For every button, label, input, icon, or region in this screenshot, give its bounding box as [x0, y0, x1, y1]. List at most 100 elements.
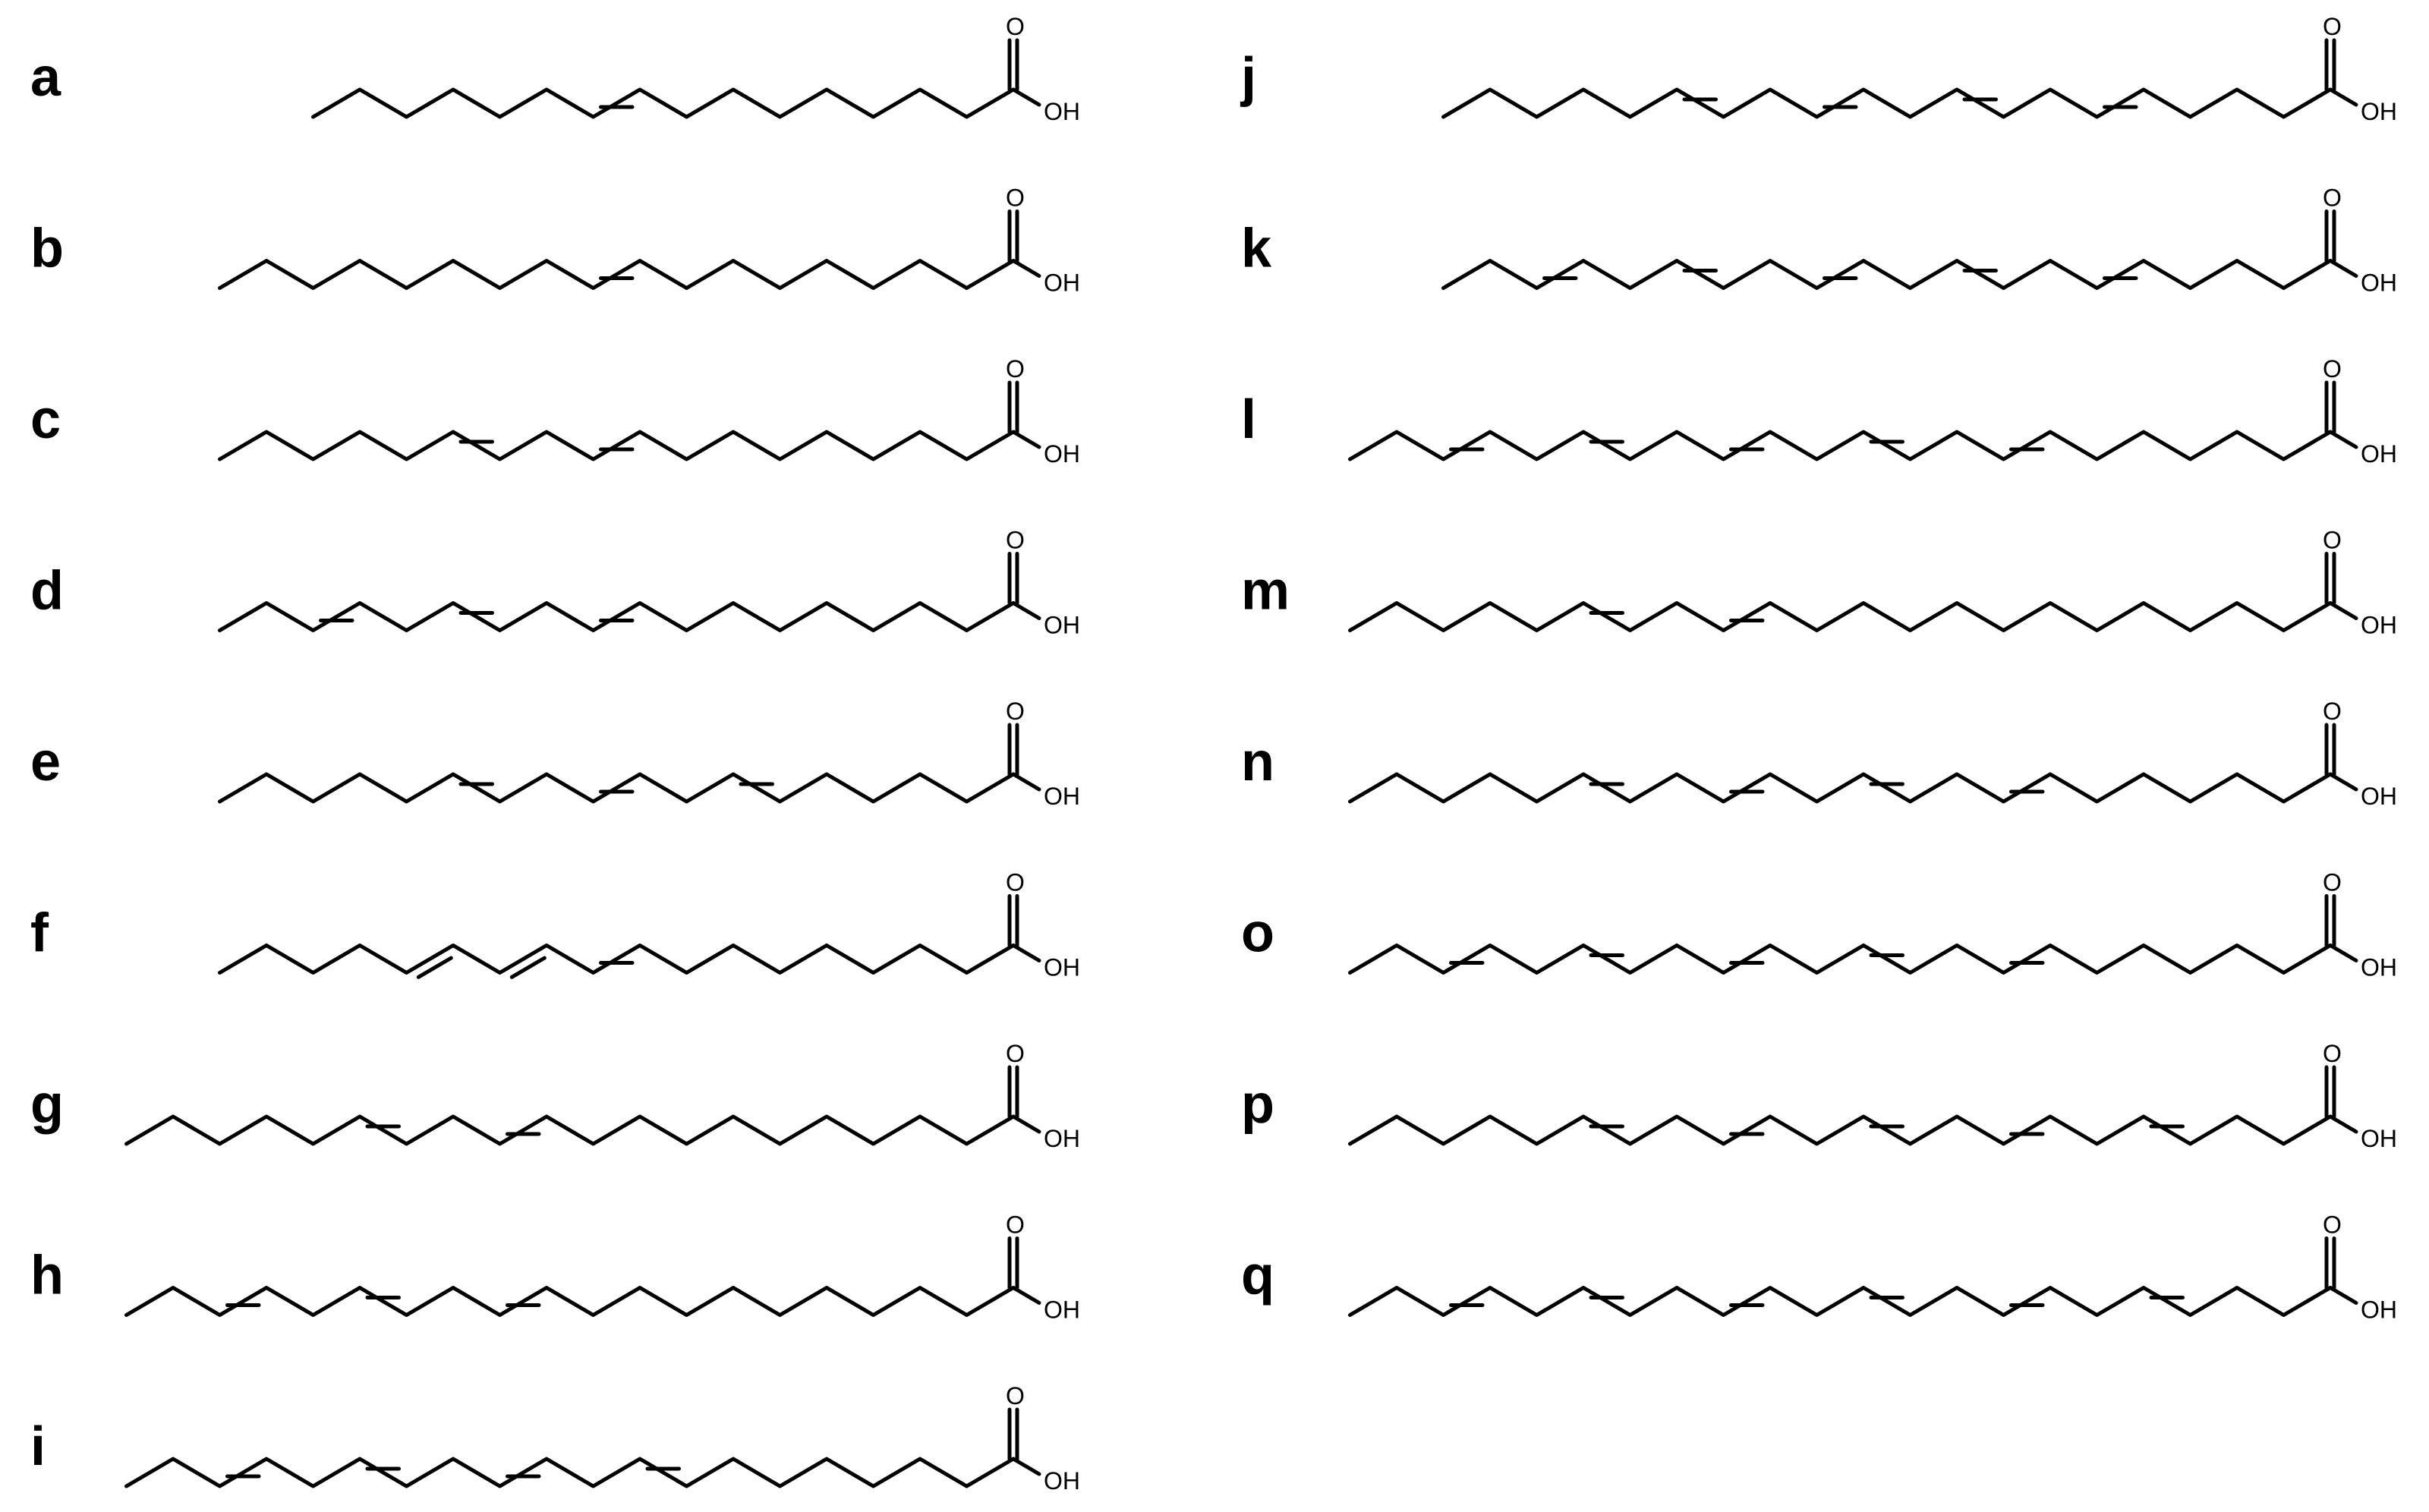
hydroxyl-group: OH — [1044, 954, 1080, 981]
structure-label: g — [30, 1074, 64, 1135]
hydroxyl-group: OH — [2361, 612, 2397, 639]
structure-k: k O OH — [1241, 184, 2397, 297]
oxygen-atom: O — [1006, 869, 1025, 896]
carbon-chain — [218, 772, 1016, 804]
structure-d: d O OH — [30, 527, 1080, 639]
hydroxyl-bond — [1011, 259, 1041, 278]
structure-label: o — [1241, 903, 1274, 964]
structure-m: m O OH — [1241, 527, 2397, 639]
carbon-chain — [1348, 772, 2333, 804]
hydroxyl-group: OH — [1044, 1296, 1080, 1324]
carbon-chain — [1348, 601, 2333, 632]
oxygen-atom: O — [2323, 184, 2342, 212]
hydroxyl-bond — [2328, 1286, 2358, 1305]
hydroxyl-bond — [1011, 430, 1041, 449]
structure-label: d — [30, 561, 64, 622]
hydroxyl-group: OH — [2361, 1125, 2397, 1152]
hydroxyl-bond — [2328, 601, 2358, 620]
hydroxyl-bond — [1011, 1286, 1041, 1305]
hydroxyl-group: OH — [2361, 269, 2397, 297]
hydroxyl-group: OH — [1044, 612, 1080, 639]
structure-label: a — [30, 47, 61, 108]
carbon-chain — [218, 259, 1016, 290]
hydroxyl-bond — [1011, 601, 1041, 620]
hydroxyl-group: OH — [1044, 98, 1080, 125]
carbon-chain — [218, 430, 1016, 461]
structure-f: f O OH — [30, 869, 1080, 981]
double-bond-trans — [509, 956, 547, 979]
oxygen-atom: O — [2323, 527, 2342, 554]
oxygen-atom: O — [2323, 1040, 2342, 1067]
structure-e: e O OH — [30, 698, 1080, 810]
hydroxyl-bond — [1011, 1457, 1041, 1476]
carbon-chain — [311, 87, 1016, 119]
hydroxyl-group: OH — [2361, 98, 2397, 125]
structure-j: j O OH — [1240, 13, 2397, 125]
carbon-chain — [1348, 1286, 2333, 1317]
oxygen-atom: O — [1006, 355, 1025, 383]
structure-n: n O OH — [1241, 698, 2397, 810]
oxygen-atom: O — [1006, 1040, 1025, 1067]
structure-o: o O OH — [1241, 869, 2397, 981]
oxygen-atom: O — [1006, 527, 1025, 554]
hydroxyl-group: OH — [1044, 1467, 1080, 1495]
oxygen-atom: O — [1006, 1382, 1025, 1410]
carbon-chain — [1348, 1114, 2333, 1146]
hydroxyl-group: OH — [2361, 440, 2397, 468]
hydroxyl-bond — [2328, 772, 2358, 792]
hydroxyl-bond — [1011, 772, 1041, 792]
structure-label: q — [1241, 1246, 1274, 1306]
carbon-chain — [124, 1457, 1016, 1488]
structure-c: c O OH — [30, 355, 1080, 468]
oxygen-atom: O — [2323, 355, 2342, 383]
oxygen-atom: O — [1006, 184, 1025, 212]
hydroxyl-bond — [2328, 1114, 2358, 1134]
structure-label: m — [1241, 561, 1290, 622]
hydroxyl-group: OH — [2361, 783, 2397, 810]
structure-label: k — [1241, 219, 1272, 279]
hydroxyl-group: OH — [1044, 1125, 1080, 1152]
carbon-chain — [1441, 87, 2333, 119]
oxygen-atom: O — [2323, 698, 2342, 725]
carbon-chain — [1348, 943, 2333, 975]
oxygen-atom: O — [1006, 1211, 1025, 1239]
structure-h: h O OH — [30, 1211, 1080, 1324]
hydroxyl-group: OH — [1044, 783, 1080, 810]
structure-label: e — [30, 732, 61, 792]
structure-label: n — [1241, 732, 1274, 792]
hydroxyl-bond — [1011, 1114, 1041, 1134]
hydroxyl-bond — [2328, 87, 2358, 107]
hydroxyl-bond — [2328, 259, 2358, 278]
structure-label: i — [30, 1416, 46, 1477]
hydroxyl-group: OH — [1044, 269, 1080, 297]
oxygen-atom: O — [2323, 869, 2342, 896]
structure-label: j — [1240, 47, 1256, 108]
structure-label: c — [30, 389, 61, 450]
carbon-chain — [1348, 430, 2333, 461]
hydroxyl-bond — [2328, 430, 2358, 449]
double-bond-trans — [416, 956, 453, 979]
hydroxyl-group: OH — [2361, 954, 2397, 981]
hydroxyl-group: OH — [2361, 1296, 2397, 1324]
structure-label: h — [30, 1246, 64, 1306]
oxygen-atom: O — [2323, 13, 2342, 40]
structure-label: l — [1241, 389, 1256, 450]
carbon-chain — [218, 943, 1016, 975]
structure-i: i O OH — [30, 1382, 1080, 1495]
structure-label: f — [30, 903, 49, 964]
carbon-chain — [124, 1114, 1016, 1146]
oxygen-atom: O — [1006, 13, 1025, 40]
hydroxyl-bond — [1011, 87, 1041, 107]
structure-g: g O OH — [30, 1040, 1080, 1152]
structure-l: l O OH — [1241, 355, 2397, 468]
carbon-chain — [1441, 259, 2333, 290]
hydroxyl-group: OH — [1044, 440, 1080, 468]
carbon-chain — [218, 601, 1016, 632]
carbon-chain — [124, 1286, 1016, 1317]
hydroxyl-bond — [2328, 943, 2358, 962]
oxygen-atom: O — [1006, 698, 1025, 725]
